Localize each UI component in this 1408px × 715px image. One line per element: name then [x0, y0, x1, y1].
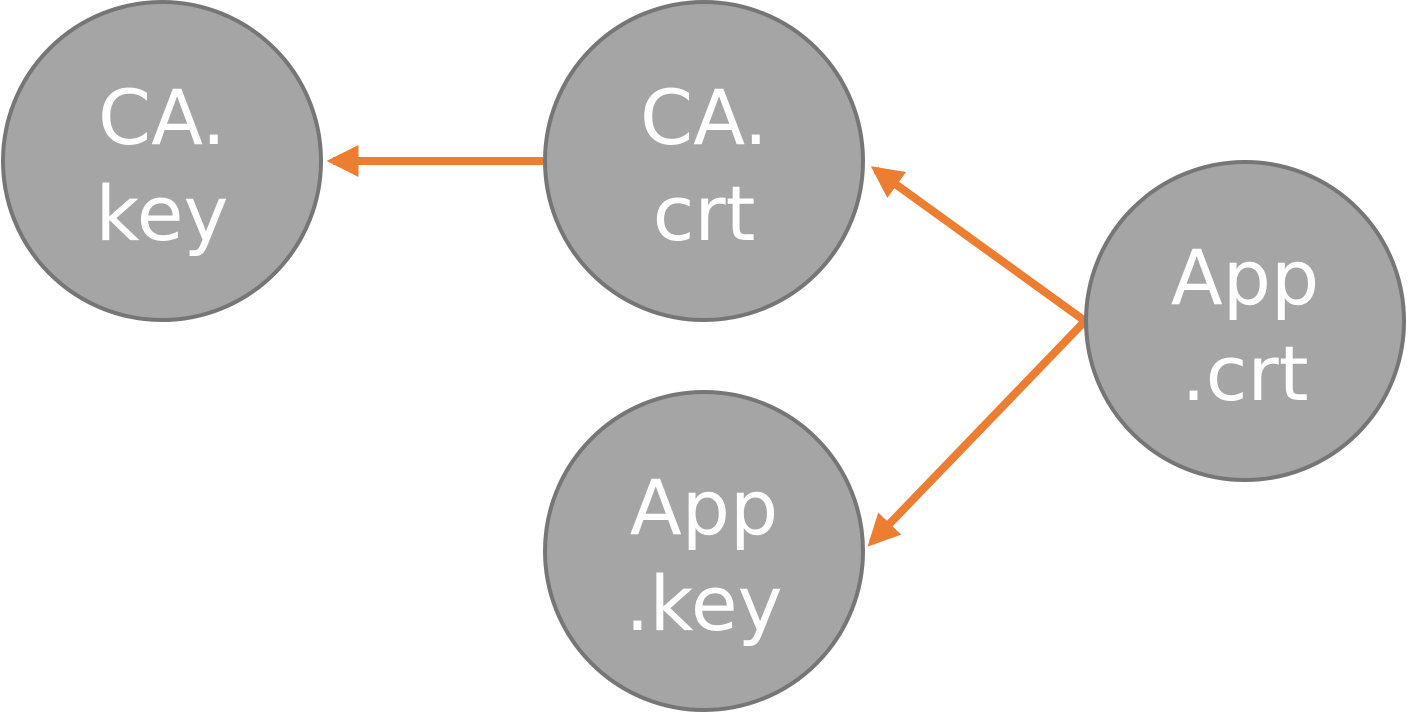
- node-ca-key-label-line-1: CA.: [98, 73, 226, 162]
- node-app-key-circle: [543, 390, 865, 712]
- edges: [326, 145, 1088, 547]
- node-app-key-label-line-1: App: [630, 463, 778, 552]
- node-ca-crt: CA. crt: [543, 0, 865, 322]
- node-ca-key-circle: [1, 0, 323, 322]
- node-ca-key: CA. key: [1, 0, 323, 322]
- node-ca-crt-label-line-1: CA.: [640, 73, 768, 162]
- node-app-key: App .key: [543, 390, 865, 712]
- node-ca-key-label-line-2: key: [95, 169, 228, 258]
- node-ca-crt-circle: [543, 0, 865, 322]
- edge-app-crt-to-app-key: [867, 318, 1088, 547]
- node-app-crt: App .crt: [1084, 160, 1406, 482]
- node-app-key-label-line-2: .key: [625, 559, 782, 648]
- edge-app-crt-to-ca-crt: [870, 166, 1088, 325]
- node-app-crt-label-line-2: .crt: [1182, 329, 1309, 418]
- node-app-crt-label-line-1: App: [1171, 233, 1319, 322]
- node-app-crt-circle: [1084, 160, 1406, 482]
- node-ca-crt-label-line-2: crt: [653, 169, 756, 258]
